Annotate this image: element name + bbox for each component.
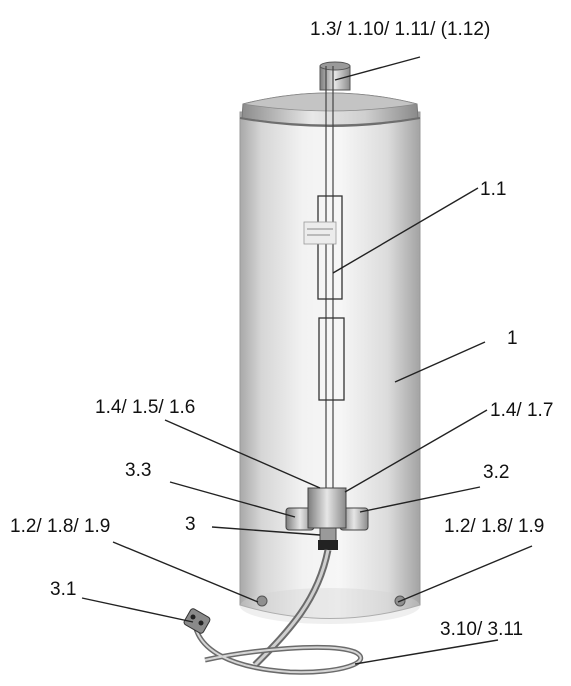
- heating-element: [317, 195, 345, 401]
- label-right-handle: 3.2: [483, 462, 509, 483]
- rating-sticker: [303, 221, 337, 245]
- tank-lid: [239, 92, 421, 127]
- label-plug: 3.1: [50, 579, 76, 600]
- label-left-foot: 1.2/ 1.8/ 1.9: [10, 516, 110, 537]
- tank-body: [239, 111, 421, 624]
- power-plug: [183, 608, 211, 634]
- callout-labels: 1.3/ 1.10/ 1.11/ (1.12) 1.1 1 1.4/ 1.5/ …: [10, 19, 553, 640]
- label-right-foot: 1.2/ 1.8/ 1.9: [444, 516, 544, 537]
- top-pipe: [319, 61, 351, 91]
- inner-pipe: [325, 66, 334, 490]
- leader-lines: [81, 56, 533, 665]
- label-left-valve-group: 1.4/ 1.5/ 1.6: [95, 397, 195, 418]
- label-heating-element: 1.1: [480, 179, 506, 200]
- label-tank: 1: [507, 328, 518, 349]
- label-fitting: 3: [185, 514, 196, 535]
- valve-assembly: [285, 487, 369, 550]
- label-hose: 3.10/ 3.11: [440, 619, 523, 640]
- label-right-valve-group: 1.4/ 1.7: [490, 400, 553, 421]
- label-top-pipe: 1.3/ 1.10/ 1.11/ (1.12): [310, 19, 490, 40]
- hose: [192, 549, 364, 675]
- label-left-handle: 3.3: [125, 460, 151, 481]
